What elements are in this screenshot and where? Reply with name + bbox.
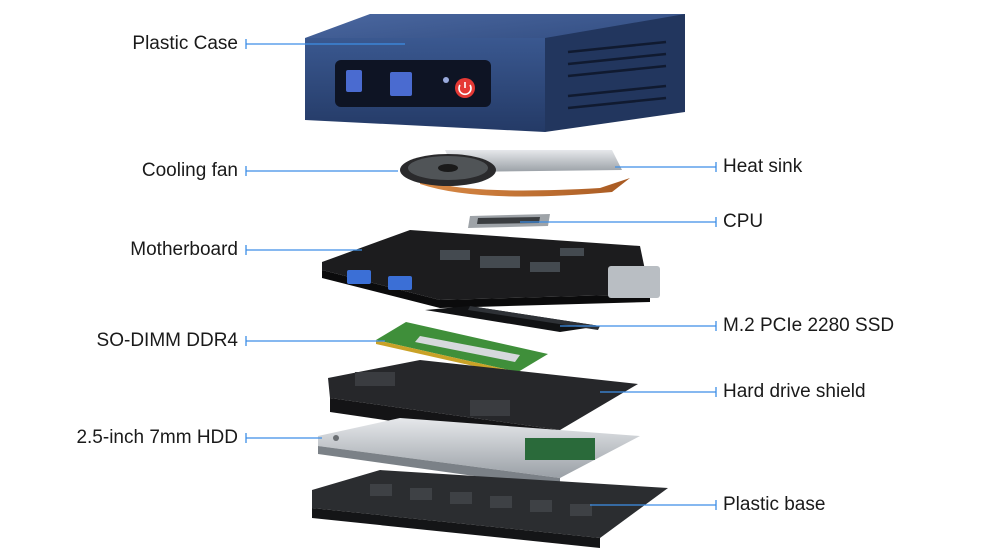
label-cooling-fan: Cooling fan [141, 160, 238, 181]
label-hdd: 2.5-inch 7mm HDD [76, 427, 238, 448]
indicator-led-icon [443, 77, 449, 83]
cooling-assembly-part [400, 150, 630, 197]
label-hdd-shield: Hard drive shield [723, 381, 866, 402]
usb-port-icon [347, 270, 371, 284]
plastic-case-part [305, 14, 685, 132]
label-motherboard: Motherboard [130, 239, 238, 260]
leader-lines [245, 39, 717, 510]
ssd-part [425, 306, 600, 332]
front-panel [335, 60, 491, 107]
label-ssd: M.2 PCIe 2280 SSD [723, 315, 895, 336]
cpu-part [468, 214, 550, 228]
label-cpu: CPU [723, 211, 764, 232]
usb-port-icon [346, 70, 362, 92]
side-vents [567, 40, 667, 110]
usb-port-icon [388, 276, 412, 290]
motherboard-part [322, 230, 660, 308]
plastic-base-part [312, 470, 668, 548]
usb-port-icon [390, 72, 412, 96]
label-so-dimm: SO-DIMM DDR4 [96, 330, 238, 351]
label-heat-sink: Heat sink [723, 156, 803, 177]
rear-io-part [608, 266, 660, 298]
label-plastic-case: Plastic Case [132, 33, 238, 54]
label-plastic-base: Plastic base [723, 494, 826, 515]
